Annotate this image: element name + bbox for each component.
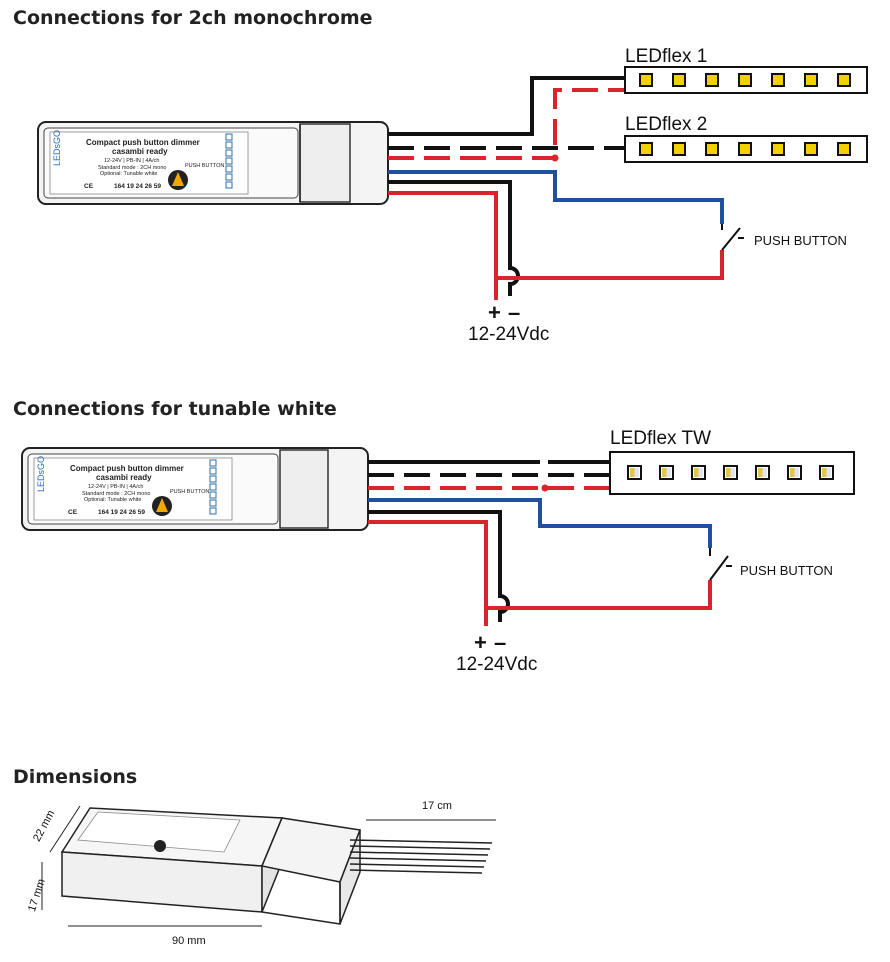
dim-depth: 17 mm: [26, 878, 48, 914]
led-chip: [639, 142, 653, 156]
led-chip: [771, 73, 785, 87]
led-chip: [672, 142, 686, 156]
label-mode: Standard mode : 2CH mono: [82, 491, 150, 497]
led-chip-warm-half: [758, 468, 763, 477]
brand-logo: LEDsGO: [36, 456, 46, 492]
led-chip: [771, 142, 785, 156]
minus-symbol-2: –: [494, 630, 506, 655]
terminal-pins-icon: [225, 133, 233, 189]
device-label-2: LEDsGO Compact push button dimmer casamb…: [33, 456, 233, 521]
led-chip-cool-half: [730, 468, 735, 477]
label-code: 164 19 24 26 59: [98, 509, 145, 516]
terminal-pins-icon: [209, 459, 217, 515]
label-ce: CE: [68, 509, 78, 516]
strip-label-ledflex2: LEDflex 2: [625, 114, 707, 135]
led-chips: [639, 73, 851, 87]
led-chip-warm-half: [790, 468, 795, 477]
dimension-drawing: 17 cm 90 mm 22 mm 17 mm: [26, 800, 496, 947]
push-button-2: PUSH BUTTON: [709, 548, 833, 581]
dim-height: 22 mm: [31, 808, 57, 843]
led-chips: [627, 465, 834, 480]
ledflex-strip-1: LEDflex 1: [624, 46, 868, 94]
plus-symbol-1: +: [488, 300, 501, 325]
led-chip: [705, 73, 719, 87]
label-ce: CE: [84, 183, 94, 190]
label-title-1: Compact push button dimmer: [86, 138, 200, 147]
strip-label-ledflex-tw: LEDflex TW: [610, 428, 711, 449]
controller-device-1: LEDsGO Compact push button dimmer casamb…: [37, 121, 389, 205]
voltage-label-1: 12-24Vdc: [468, 324, 549, 345]
label-spec: 12-24V | PB-IN | 4A/ch: [104, 158, 159, 164]
label-mode: Standard mode : 2CH mono: [98, 165, 166, 171]
plus-symbol-2: +: [474, 630, 487, 655]
led-chip: [837, 73, 851, 87]
label-spec: 12-24V | PB-IN | 4A/ch: [88, 484, 143, 490]
led-chip: [738, 142, 752, 156]
led-chip-cool-half: [698, 468, 703, 477]
label-optional: Optional: Tunable white: [84, 497, 141, 503]
led-chip-warm-half: [822, 468, 827, 477]
led-chip: [705, 142, 719, 156]
dim-length: 90 mm: [172, 935, 206, 947]
led-chip: [672, 73, 686, 87]
led-chip-cool-half: [666, 468, 671, 477]
led-chip-warm-half: [630, 468, 635, 477]
led-chip: [804, 73, 818, 87]
label-code: 164 19 24 26 59: [114, 183, 161, 190]
section-title-2ch-mono: Connections for 2ch monochrome: [13, 7, 373, 29]
strip-label-ledflex1: LEDflex 1: [625, 46, 707, 67]
label-push-button: PUSH BUTTON: [185, 163, 224, 169]
led-chip-warm-half: [662, 468, 667, 477]
ledflex-tw-strip: LEDflex TW: [609, 428, 855, 495]
ledflex-strip-2: LEDflex 2: [624, 114, 868, 163]
section-title-dimensions: Dimensions: [13, 766, 137, 788]
device-label-1: LEDsGO Compact push button dimmer casamb…: [49, 130, 249, 195]
brand-logo: LEDsGO: [52, 130, 62, 166]
dim-cable-length: 17 cm: [422, 800, 452, 812]
cable-bundle: [349, 839, 493, 874]
wires-section-1: [388, 76, 724, 300]
led-chip-cool-half: [634, 468, 639, 477]
label-title-2: casambi ready: [112, 147, 168, 156]
label-push-button: PUSH BUTTON: [170, 489, 209, 495]
led-chip: [837, 142, 851, 156]
controller-device-2: LEDsGO Compact push button dimmer casamb…: [21, 447, 369, 531]
section-title-tunable-white: Connections for tunable white: [13, 398, 337, 420]
led-chip-cool-half: [762, 468, 767, 477]
led-chips: [639, 142, 851, 156]
led-chip: [639, 73, 653, 87]
led-chip-warm-half: [694, 468, 699, 477]
led-chip: [738, 73, 752, 87]
wires-section-2: [368, 460, 712, 626]
voltage-label-2: 12-24Vdc: [456, 654, 537, 675]
push-button-label-1: PUSH BUTTON: [754, 233, 847, 248]
minus-symbol-1: –: [508, 300, 520, 325]
label-title-2: casambi ready: [96, 473, 152, 482]
led-chip-cool-half: [794, 468, 799, 477]
led-chip: [804, 142, 818, 156]
push-button-label-2: PUSH BUTTON: [740, 563, 833, 578]
casambi-logo-icon: [154, 840, 166, 852]
led-chip-cool-half: [826, 468, 831, 477]
label-title-1: Compact push button dimmer: [70, 464, 184, 473]
label-optional: Optional: Tunable white: [100, 171, 157, 177]
push-button-1: PUSH BUTTON: [721, 224, 847, 251]
led-chip-warm-half: [726, 468, 731, 477]
